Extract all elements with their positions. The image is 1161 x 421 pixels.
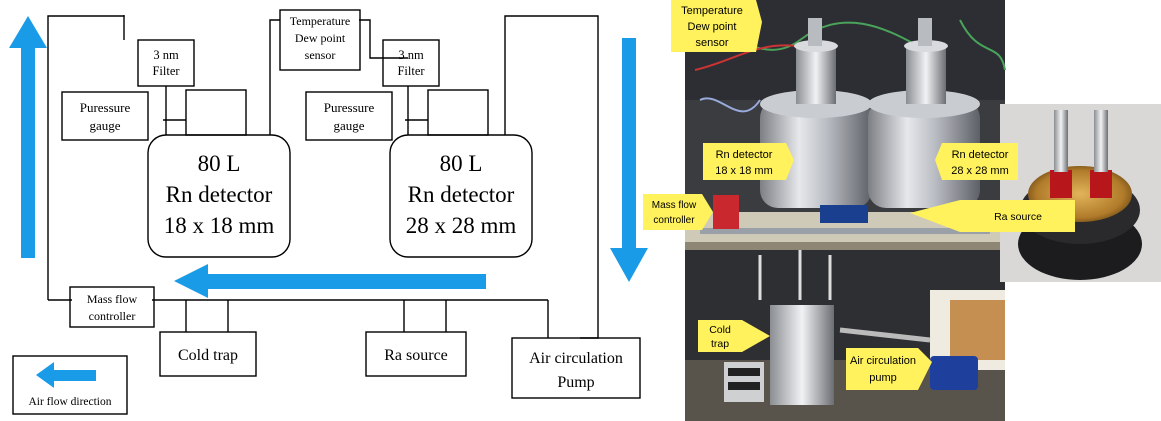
temp-sensor-line3: sensor: [305, 48, 336, 62]
pump-box: [511, 337, 641, 399]
chamber-left-line2: Rn detector: [166, 182, 273, 207]
callout-pump: Air circulation pump: [846, 348, 932, 390]
temp-sensor-box: [279, 9, 361, 71]
pump-device: [930, 356, 978, 390]
pump-line2: Pump: [557, 374, 594, 391]
chamber-left-lid: [185, 89, 247, 136]
mass-flow-line1: Mass flow: [87, 292, 138, 306]
pipe-lines: [47, 15, 599, 339]
chamber-right-line1: 80 L: [440, 151, 483, 176]
cold-trap-device: [770, 305, 834, 405]
temp-sensor-line2: Dew point: [295, 31, 346, 45]
arrow-down-icon: [610, 38, 648, 282]
gauge-left-line2: gauge: [89, 118, 120, 133]
callout-rn-right-line1: Rn detector: [952, 149, 1009, 161]
callout-cold-trap-line1: Cold: [709, 324, 731, 336]
gauge-right-line2: gauge: [333, 118, 364, 133]
chamber-right-lid: [427, 89, 489, 136]
arrow-up-icon: [9, 16, 47, 258]
filter-right-line2: Filter: [397, 64, 425, 78]
tank-left: [760, 100, 872, 208]
pump-line1: Air circulation: [529, 350, 623, 367]
mass-flow-device: [713, 195, 739, 229]
flow-arrows: [9, 16, 648, 388]
chamber-right-line3: 28 x 28 mm: [406, 213, 517, 238]
callout-mass-flow-line1: Mass flow: [652, 200, 697, 211]
arrow-left-icon: [174, 264, 486, 298]
filter-left-line2: Filter: [152, 64, 180, 78]
legend-box: [12, 355, 128, 415]
callout-temp-line3: sensor: [695, 37, 728, 49]
callout-rn-right: Rn detector 28 x 28 mm: [935, 143, 1018, 180]
filter-left-box: [137, 39, 195, 87]
tank-right: [868, 100, 980, 208]
callout-rn-left-line2: 18 x 18 mm: [715, 165, 772, 177]
cold-trap-box: [159, 331, 257, 377]
callout-temp-line2: Dew point: [688, 21, 737, 33]
schematic-text: 80 L Rn detector 18 x 18 mm 80 L Rn dete…: [28, 14, 622, 408]
legend-label: Air flow direction: [28, 396, 111, 408]
chamber-left-line3: 18 x 18 mm: [164, 213, 275, 238]
callout-cold-trap-line2: trap: [711, 338, 729, 350]
cold-trap-label: Cold trap: [178, 347, 238, 364]
gauge-left-box: [61, 91, 149, 141]
callout-rn-right-line2: 28 x 28 mm: [951, 165, 1008, 177]
callout-pump-line2: pump: [869, 372, 897, 384]
ra-source-box: [365, 331, 467, 377]
ra-source-label: Ra source: [384, 347, 448, 364]
filter-right-line1: 3 nm: [398, 48, 424, 62]
callout-rn-left-line1: Rn detector: [716, 149, 773, 161]
callout-pump-line1: Air circulation: [850, 355, 916, 367]
callout-rn-left: Rn detector 18 x 18 mm: [703, 143, 794, 180]
callout-ra-source: Ra source: [910, 200, 1075, 232]
mass-flow-box: [69, 286, 155, 328]
chamber-left-line1: 80 L: [198, 151, 241, 176]
callout-temp-sensor: Temperature Dew point sensor: [671, 0, 762, 52]
gauge-right-line1: Puressure: [324, 100, 375, 115]
callout-mass-flow-line2: controller: [653, 215, 695, 226]
gauge-left-line1: Puressure: [80, 100, 131, 115]
temp-sensor-line1: Temperature: [290, 14, 350, 28]
filter-left-line1: 3 nm: [153, 48, 179, 62]
chamber-right-line2: Rn detector: [408, 182, 515, 207]
legend-arrow-icon: [36, 362, 96, 388]
schematic-panel: [12, 9, 641, 415]
photo-callouts: Temperature Dew point sensor Rn detector…: [643, 0, 1075, 390]
filter-right-box: [382, 39, 440, 87]
callout-ra-source-text: Ra source: [994, 211, 1042, 223]
gauge-right-box: [305, 91, 393, 141]
callout-cold-trap: Cold trap: [698, 320, 770, 352]
callout-temp-line1: Temperature: [681, 5, 743, 17]
mass-flow-line2: controller: [89, 309, 136, 323]
callout-mass-flow: Mass flow controller: [643, 194, 713, 230]
